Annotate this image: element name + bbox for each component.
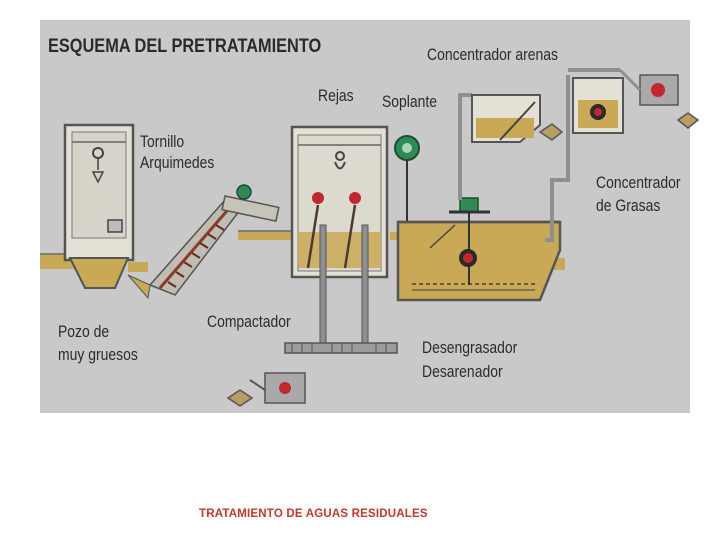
- archimedes-screw: [127, 184, 280, 300]
- label-concentrador: Concentrador: [596, 173, 681, 192]
- concentrador-grasas: [572, 68, 700, 134]
- rejas-tank: [284, 125, 398, 354]
- pozo-tank: [63, 123, 148, 289]
- label-pozo-de: Pozo de: [58, 322, 110, 341]
- label-arquimedes: Arquimedes: [140, 153, 215, 172]
- label-de-grasas: de Grasas: [596, 196, 661, 215]
- label-soplante: Soplante: [382, 92, 438, 111]
- label-desengrasador: Desengrasador: [422, 338, 518, 357]
- footer-caption: TRATAMIENTO DE AGUAS RESIDUALES: [199, 508, 428, 520]
- desengrasador-tank: [396, 197, 562, 302]
- label-concentrador-arenas: Concentrador arenas: [427, 45, 558, 64]
- label-compactador: Compactador: [207, 312, 291, 331]
- label-tornillo: Tornillo: [140, 132, 185, 151]
- concentrador-arenas: [471, 94, 564, 143]
- label-desarenador: Desarenador: [422, 362, 503, 381]
- diagram-title: ESQUEMA DEL PRETRATAMIENTO: [48, 36, 322, 57]
- compactador: [226, 372, 306, 407]
- label-rejas: Rejas: [318, 86, 354, 105]
- pipes: [458, 68, 620, 242]
- label-muy-gruesos: muy gruesos: [58, 345, 138, 364]
